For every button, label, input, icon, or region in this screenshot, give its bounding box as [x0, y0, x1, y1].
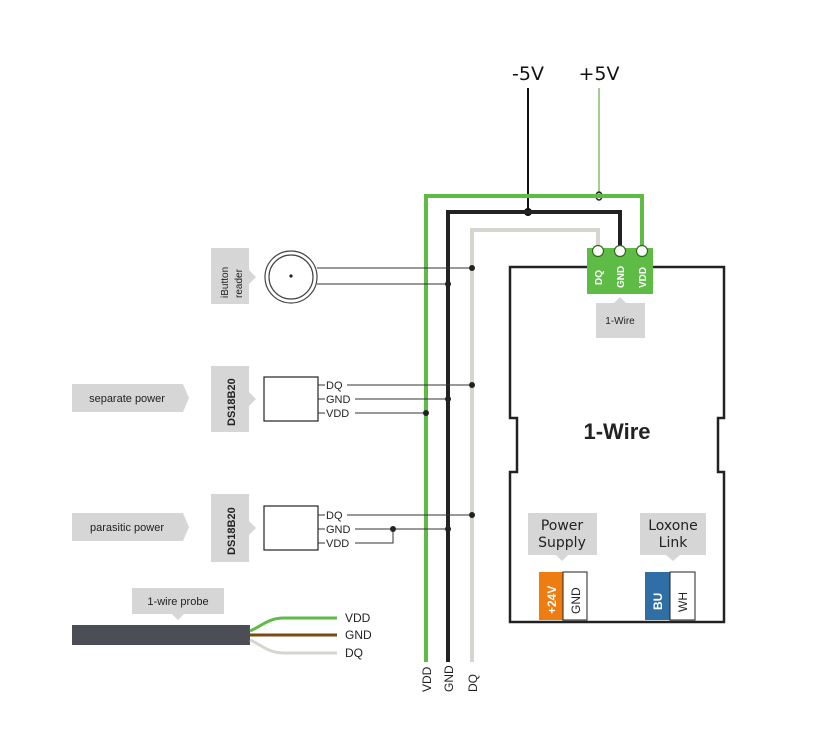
probe-cable	[72, 625, 250, 645]
gnd-bus-wire	[446, 210, 622, 662]
one-wire-probe: 1-wire probe VDD GND DQ	[72, 588, 372, 660]
probe-label-dq: DQ	[345, 646, 363, 660]
separate-vdd-label-bg	[325, 407, 355, 418]
terminal-label-dq: DQ	[594, 270, 605, 285]
terminal-bu	[645, 572, 670, 620]
vdd-bus-wire	[424, 194, 644, 662]
ibutton-dq-junction	[469, 265, 475, 271]
dq-bus-wire	[470, 228, 600, 662]
parasitic-dq-label-bg	[325, 509, 347, 520]
separate-dq-label-bg	[325, 379, 347, 390]
probe-vdd-wire	[249, 616, 337, 633]
terminal-wh	[669, 571, 696, 621]
separate-sensor-body	[263, 376, 319, 422]
parasitic-power-tag	[72, 513, 189, 541]
parasitic-bridge-junction	[390, 526, 396, 532]
loxone-link-label-2: Link	[659, 535, 689, 551]
loxone-link-label-1: Loxone	[648, 518, 698, 534]
power-supply-label-1: Power	[541, 518, 584, 534]
terminal-screw-vdd	[635, 244, 649, 258]
ibutton-gnd-junction	[445, 281, 451, 287]
device-title: 1-Wire	[583, 419, 650, 444]
ibutton-center-dot	[289, 274, 293, 278]
probe-dq-wire	[249, 638, 337, 655]
ibutton-tag-line-2: reader	[234, 268, 245, 298]
minus-5v-label: -5V	[512, 63, 544, 85]
terminal-label-vdd: VDD	[638, 267, 649, 288]
parasitic-dq-junction	[469, 512, 475, 518]
parasitic-pin-vdd: VDD	[326, 538, 349, 550]
parasitic-pin-dq: DQ	[326, 510, 343, 522]
separate-pin-gnd: GND	[326, 394, 351, 406]
separate-pin-vdd: VDD	[326, 408, 349, 420]
terminal-label-power-gnd: GND	[569, 587, 583, 614]
bus-labels: VDD GND DQ	[420, 665, 480, 692]
ibutton-reader: iButton reader	[211, 248, 475, 304]
parasitic-sensor-tag-label: DS18B20	[226, 507, 238, 555]
bus-wires	[424, 194, 644, 662]
terminal-label-bu: BU	[651, 593, 665, 610]
parasitic-pin-gnd: GND	[326, 524, 351, 536]
separate-gnd-label-bg	[325, 393, 355, 404]
ibutton-tag-line-1: iButton	[220, 267, 231, 298]
power-supply-label-2: Supply	[538, 535, 586, 551]
separate-power-label: separate power	[89, 393, 165, 405]
terminal-screw-dq	[591, 244, 605, 258]
bus-label-gnd: GND	[442, 665, 456, 692]
parasitic-sensor-tag	[211, 494, 256, 562]
parasitic-vdd-label-bg	[325, 537, 355, 548]
separate-pin-dq: DQ	[326, 380, 343, 392]
parasitic-power-label: parasitic power	[90, 522, 164, 534]
one-wire-device: 1-Wire DQ GND VDD 1-Wire Power Supply +2…	[508, 244, 726, 624]
separate-sensor-tag-label: DS18B20	[226, 378, 238, 426]
parasitic-sensor-body	[263, 505, 319, 551]
terminal-24v	[539, 572, 563, 620]
separate-gnd-junction	[445, 396, 451, 402]
plus-5v-label: +5V	[578, 63, 619, 85]
supply-leads: -5V +5V	[512, 63, 620, 216]
separate-power-tag	[72, 384, 189, 412]
probe-tag-label: 1-wire probe	[147, 596, 208, 608]
terminal-label-wh: WH	[676, 592, 690, 612]
sensor-parasitic-power: parasitic power DS18B20 DQ GND VDD	[72, 494, 475, 562]
ibutton-tag	[211, 248, 256, 304]
probe-label-vdd: VDD	[345, 611, 371, 625]
terminal-power-gnd	[562, 571, 588, 621]
terminal-label-24v: +24V	[545, 586, 559, 614]
parasitic-gnd-junction	[445, 526, 451, 532]
terminal-tag-label: 1-Wire	[605, 316, 635, 327]
bus-label-vdd: VDD	[420, 666, 434, 692]
probe-label-gnd: GND	[345, 628, 372, 642]
bus-label-dq: DQ	[466, 674, 480, 692]
probe-tag	[132, 588, 224, 620]
loxone-link-tag	[640, 513, 706, 561]
separate-sensor-tag	[211, 366, 256, 432]
terminal-tag	[596, 297, 645, 338]
sensor-separate-power: separate power DS18B20 DQ GND VDD	[72, 366, 475, 432]
terminal-screw-gnd	[613, 244, 627, 258]
separate-vdd-junction	[423, 410, 429, 416]
terminal-label-gnd: GND	[616, 266, 627, 288]
parasitic-gnd-label-bg	[325, 523, 355, 534]
power-supply-tag	[528, 513, 597, 561]
separate-dq-junction	[469, 382, 475, 388]
